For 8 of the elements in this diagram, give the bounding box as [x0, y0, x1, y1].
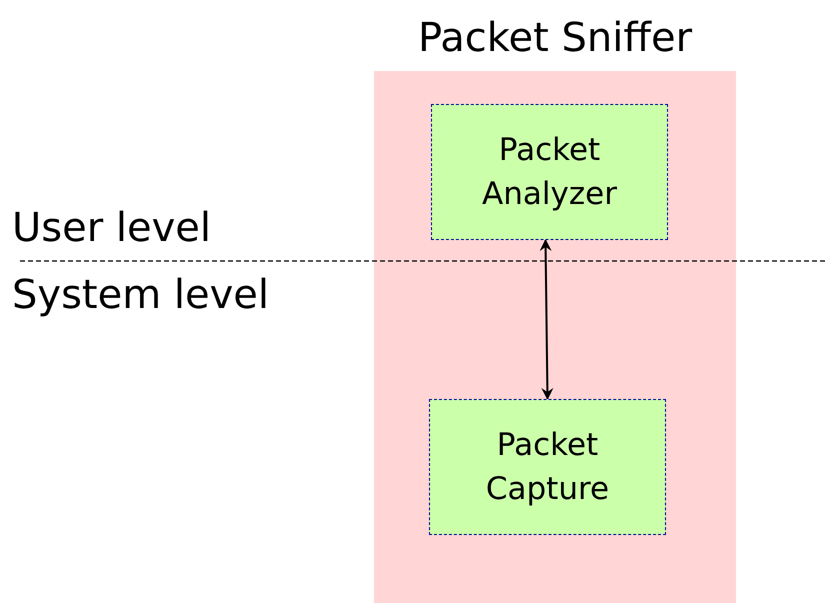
- panel-title: Packet Sniffer: [416, 14, 694, 63]
- level-label: System level: [12, 271, 269, 319]
- box-label: Packet Capture: [484, 426, 610, 509]
- process-box: [431, 104, 668, 240]
- process-box: [429, 399, 666, 535]
- arrow: [540, 239, 554, 400]
- box-label: Packet Analyzer: [481, 131, 618, 214]
- level-label: User level: [12, 204, 212, 252]
